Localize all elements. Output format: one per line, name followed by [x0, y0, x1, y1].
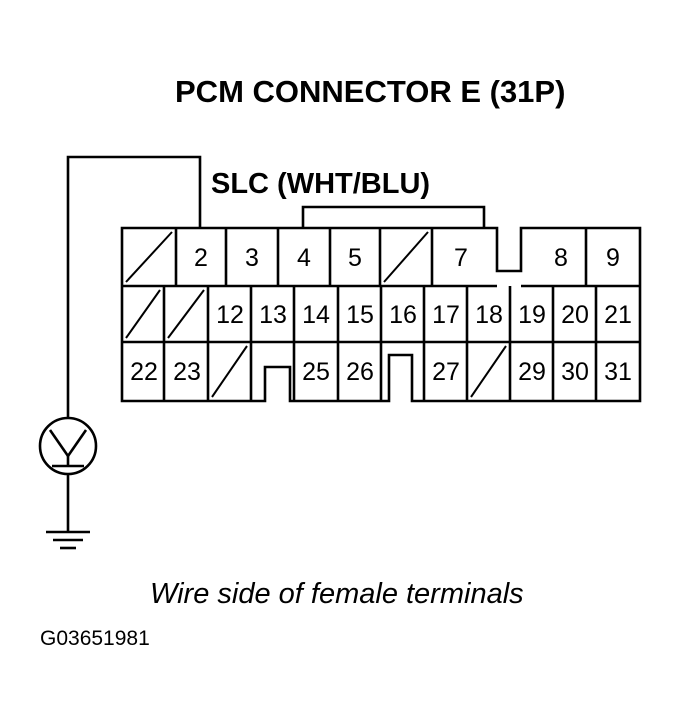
- pin-3: 3: [245, 244, 259, 272]
- pin-16: 16: [389, 301, 417, 329]
- pin-9: 9: [606, 244, 620, 272]
- empty-cavity-slash: [125, 289, 161, 339]
- empty-cavity-slash: [470, 345, 507, 398]
- pin-14: 14: [302, 301, 330, 329]
- pin-20: 20: [561, 301, 589, 329]
- empty-cavity-slash: [383, 231, 429, 283]
- pin-25: 25: [302, 358, 330, 386]
- empty-cavity-slash: [211, 345, 248, 398]
- pin-30: 30: [561, 358, 589, 386]
- wire-label: SLC (WHT/BLU): [211, 168, 430, 200]
- connector-jumper-bracket: [301, 205, 486, 228]
- pin-12: 12: [216, 301, 244, 329]
- pin-18: 18: [475, 301, 503, 329]
- connector-body: [120, 226, 642, 403]
- probe-wire: [66, 155, 202, 418]
- figure-code: G03651981: [40, 627, 150, 650]
- pin-23: 23: [173, 358, 201, 386]
- pin-29: 29: [518, 358, 546, 386]
- ground-icon: [46, 530, 90, 550]
- pin-21: 21: [604, 301, 632, 329]
- pin-22: 22: [130, 358, 158, 386]
- caption: Wire side of female terminals: [150, 578, 524, 610]
- pin-7: 7: [454, 244, 468, 272]
- diagram-title: PCM CONNECTOR E (31P): [175, 74, 565, 109]
- pin-5: 5: [348, 244, 362, 272]
- pin-26: 26: [346, 358, 374, 386]
- pin-4: 4: [297, 244, 311, 272]
- pin-19: 19: [518, 301, 546, 329]
- pin-15: 15: [346, 301, 374, 329]
- pin-2: 2: [194, 244, 208, 272]
- pin-17: 17: [432, 301, 460, 329]
- pin-31: 31: [604, 358, 632, 386]
- empty-cavity-slash: [125, 231, 173, 283]
- empty-cavity-slash: [167, 289, 205, 339]
- pin-8: 8: [554, 244, 568, 272]
- pin-27: 27: [432, 358, 460, 386]
- voltmeter-icon: [38, 416, 98, 476]
- pin-13: 13: [259, 301, 287, 329]
